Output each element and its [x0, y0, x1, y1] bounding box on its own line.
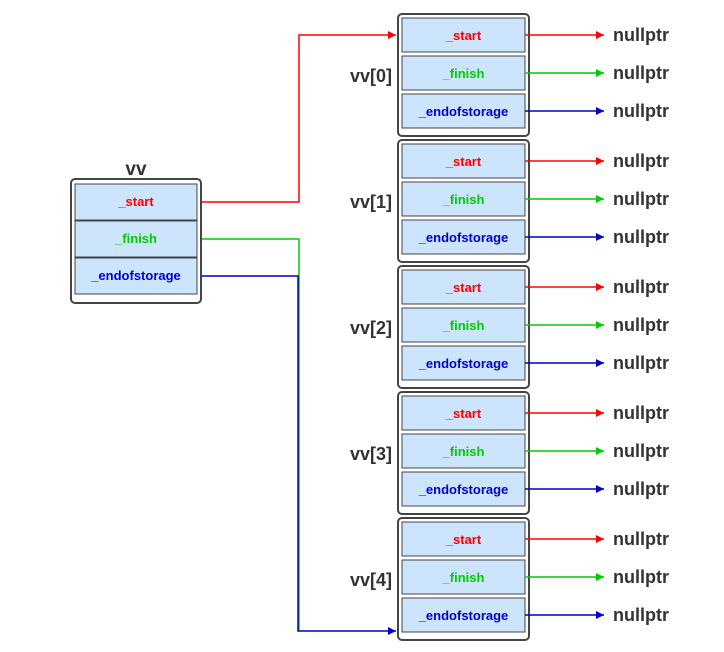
field-label: _start: [445, 406, 482, 421]
nullptr-label: nullptr: [613, 227, 669, 247]
vv-field-label: _endofstorage: [90, 268, 181, 283]
nullptr-label: nullptr: [613, 63, 669, 83]
nullptr-label: nullptr: [613, 277, 669, 297]
field-cell: [401, 219, 526, 255]
element-label: vv[4]: [350, 570, 392, 590]
element-field-finish: _finish nullptr: [401, 181, 669, 217]
field-cell: [401, 345, 526, 381]
field-label: _endofstorage: [418, 356, 509, 371]
nullptr-label: nullptr: [613, 189, 669, 209]
nullptr-label: nullptr: [613, 353, 669, 373]
element-field-start: _start nullptr: [401, 143, 669, 179]
element-field-start: _start nullptr: [401, 395, 669, 431]
element-label: vv[1]: [350, 192, 392, 212]
element-field-finish: _finish nullptr: [401, 307, 669, 343]
vv-start-pointer: [201, 31, 396, 203]
vv-title: vv: [125, 159, 147, 180]
field-label: _endofstorage: [418, 230, 509, 245]
vv-field-endofstorage: _endofstorage: [74, 257, 198, 295]
field-label: _finish: [442, 192, 485, 207]
element-field-endofstorage: _endofstorage nullptr: [401, 597, 669, 633]
vv-cell-finish: [74, 220, 198, 258]
field-label: _finish: [442, 570, 485, 585]
nullptr-label: nullptr: [613, 605, 669, 625]
element-label: vv[3]: [350, 444, 392, 464]
outer-vector-vv: vv _start _finish _endofstorage: [70, 159, 202, 304]
nullptr-label: nullptr: [613, 529, 669, 549]
element-field-start: _start nullptr: [401, 521, 669, 557]
element-label: vv[2]: [350, 318, 392, 338]
vv-field-label: _finish: [114, 231, 157, 246]
element-field-start: _start nullptr: [401, 269, 669, 305]
vv-field-start: _start: [74, 183, 198, 221]
element-field-start: _start nullptr: [401, 17, 669, 53]
field-cell: [401, 143, 526, 179]
vv-cell-start: [74, 183, 198, 221]
field-cell: [401, 471, 526, 507]
element-field-finish: _finish nullptr: [401, 433, 669, 469]
element-field-endofstorage: _endofstorage nullptr: [401, 93, 669, 129]
field-label: _finish: [442, 444, 485, 459]
field-cell: [401, 559, 526, 595]
element-field-finish: _finish nullptr: [401, 559, 669, 595]
field-label: _start: [445, 280, 482, 295]
field-cell: [401, 55, 526, 91]
field-label: _finish: [442, 318, 485, 333]
field-label: _start: [445, 532, 482, 547]
nullptr-label: nullptr: [613, 441, 669, 461]
field-label: _endofstorage: [418, 608, 509, 623]
nullptr-label: nullptr: [613, 315, 669, 335]
field-label: _start: [445, 28, 482, 43]
vv-cell-endofstorage: [74, 257, 198, 295]
field-cell: [401, 269, 526, 305]
field-cell: [401, 93, 526, 129]
field-cell: [401, 521, 526, 557]
field-label: _start: [445, 154, 482, 169]
field-cell: [401, 395, 526, 431]
nullptr-label: nullptr: [613, 25, 669, 45]
vv-field-label: _start: [117, 194, 154, 209]
nullptr-label: nullptr: [613, 567, 669, 587]
nullptr-label: nullptr: [613, 101, 669, 121]
vv-finish-pointer: [201, 238, 300, 631]
vv-endofstorage-pointer: [201, 275, 396, 635]
element-field-endofstorage: _endofstorage nullptr: [401, 219, 669, 255]
field-label: _endofstorage: [418, 482, 509, 497]
nullptr-label: nullptr: [613, 151, 669, 171]
element-label: vv[0]: [350, 66, 392, 86]
field-cell: [401, 597, 526, 633]
vv-field-finish: _finish: [74, 220, 198, 258]
field-cell: [401, 17, 526, 53]
element-field-endofstorage: _endofstorage nullptr: [401, 471, 669, 507]
nullptr-label: nullptr: [613, 403, 669, 423]
element-field-finish: _finish nullptr: [401, 55, 669, 91]
field-label: _finish: [442, 66, 485, 81]
connector-layer: [201, 31, 396, 635]
field-label: _endofstorage: [418, 104, 509, 119]
element-field-endofstorage: _endofstorage nullptr: [401, 345, 669, 381]
nullptr-label: nullptr: [613, 479, 669, 499]
field-cell: [401, 433, 526, 469]
field-cell: [401, 181, 526, 217]
